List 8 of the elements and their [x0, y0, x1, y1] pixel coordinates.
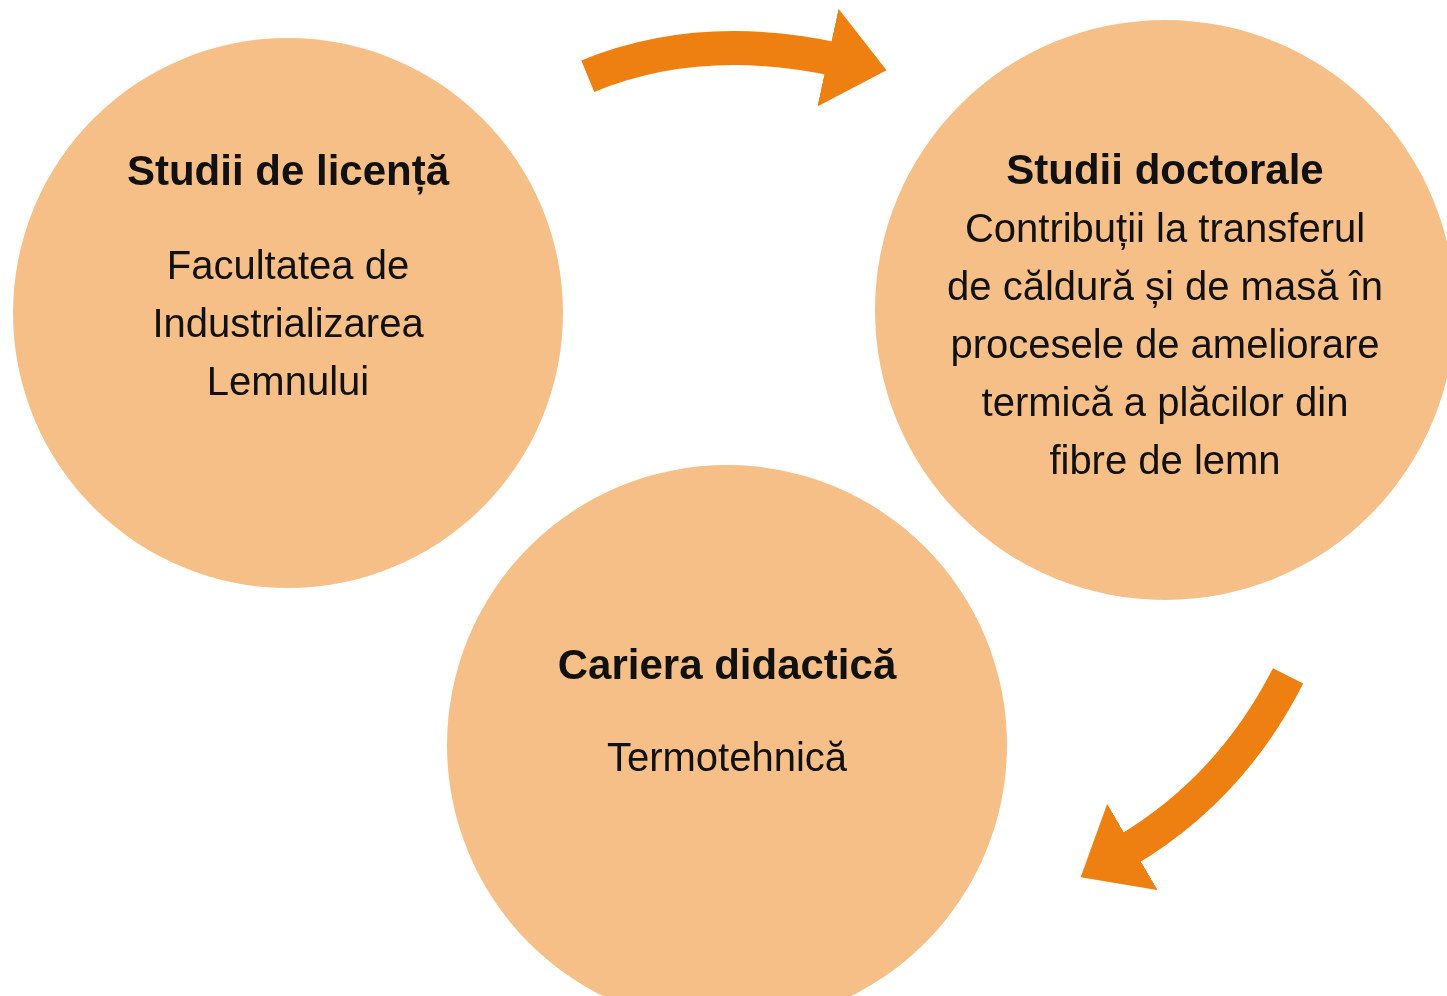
stage-description: Termotehnică — [606, 734, 848, 782]
stage-description: Facultatea de Industrializarea Lemnului — [151, 242, 425, 406]
stage-description: Contribuții la transferul de căldură și de masă în procesele de ameliorare termică a plăcilor din fibre de lemn — [946, 205, 1384, 485]
curved-arrow — [1081, 667, 1304, 890]
curved-arrow — [581, 8, 887, 107]
stage-title: Cariera didactică — [557, 640, 897, 690]
stage-title: Studii doctorale — [1006, 145, 1324, 195]
stage-title: Studii de licență — [126, 146, 450, 197]
